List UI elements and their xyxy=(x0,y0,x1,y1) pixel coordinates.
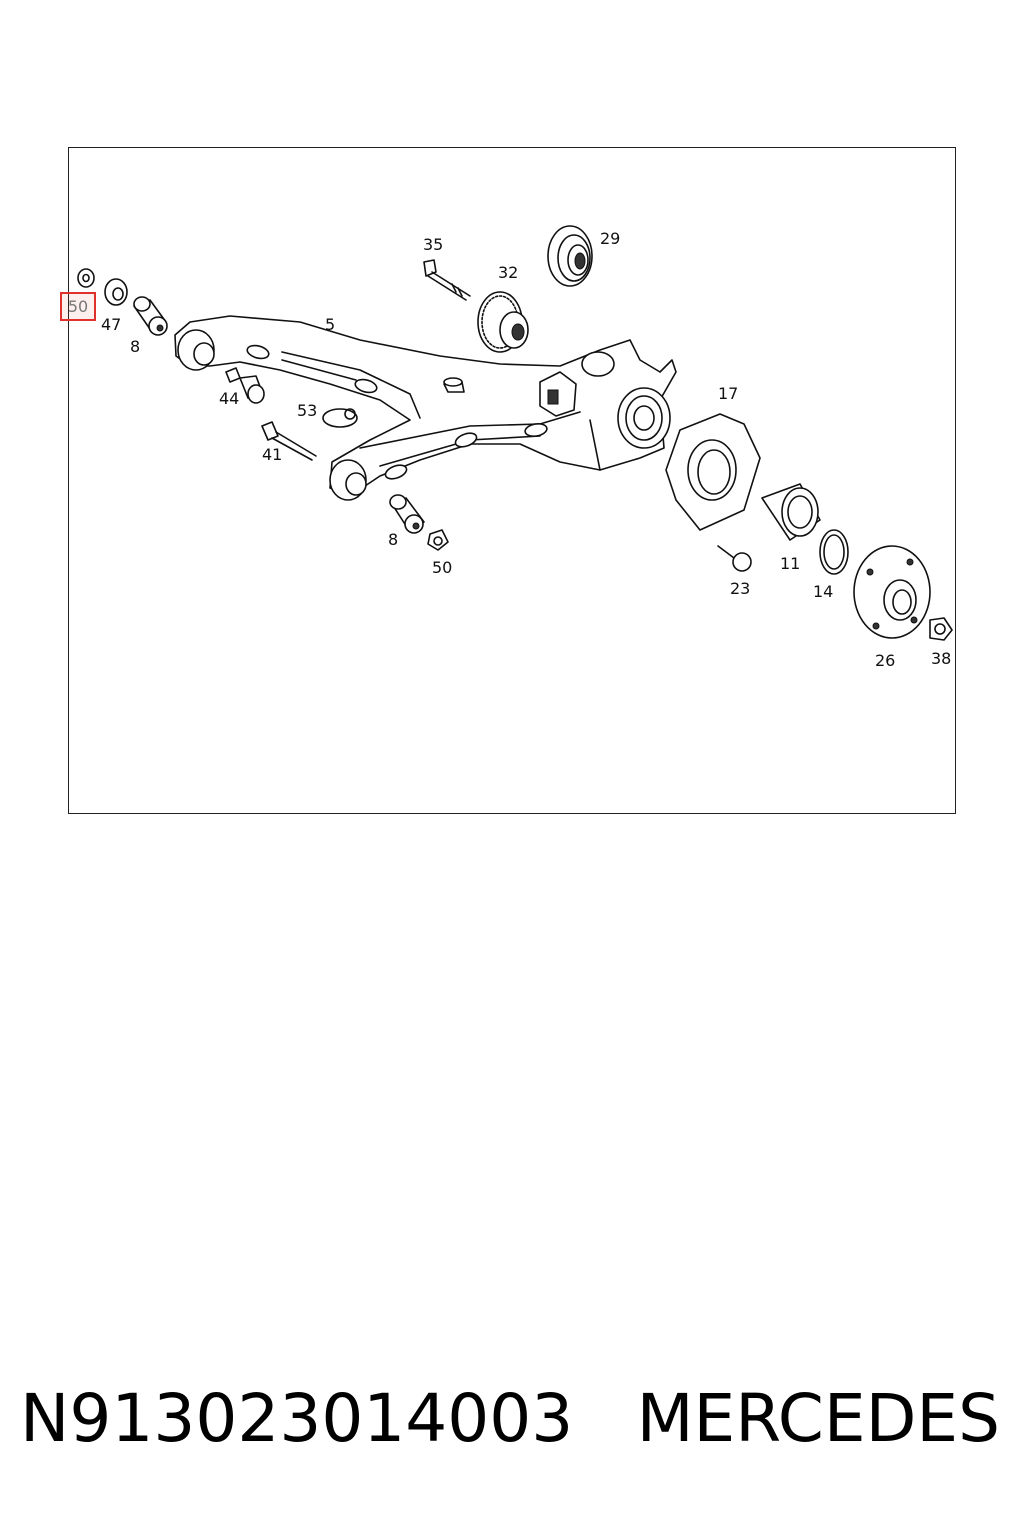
callout-44: 44 xyxy=(219,389,239,408)
callout-14: 14 xyxy=(813,582,833,601)
callout-11: 11 xyxy=(780,554,800,573)
bushing-8-top-part[interactable] xyxy=(133,296,168,336)
callout-32: 32 xyxy=(498,263,518,282)
callout-38: 38 xyxy=(931,649,951,668)
callout-8-top: 8 xyxy=(130,337,140,356)
diagram-frame xyxy=(68,147,956,814)
hub-nut-38-part[interactable] xyxy=(929,617,953,641)
wheel-hub-part[interactable] xyxy=(853,545,931,639)
callout-47: 47 xyxy=(101,315,121,334)
callout-17: 17 xyxy=(718,384,738,403)
callout-29: 29 xyxy=(600,229,620,248)
callout-23: 23 xyxy=(730,579,750,598)
bushing-8-bottom-part[interactable] xyxy=(389,494,425,534)
bolt-35-part[interactable] xyxy=(423,259,471,301)
footer: N913023014003 MERCEDES xyxy=(0,1380,1024,1460)
callout-50-top-highlighted: 50 xyxy=(67,297,89,316)
callout-50-bottom: 50 xyxy=(432,558,452,577)
callout-26: 26 xyxy=(875,651,895,670)
nut-50-bottom-part[interactable] xyxy=(427,529,449,551)
highlighted-part-box[interactable] xyxy=(60,292,96,321)
callout-5: 5 xyxy=(325,315,335,334)
wheel-bearing-part[interactable] xyxy=(761,483,821,541)
nut-50-top-part[interactable] xyxy=(77,268,95,288)
circlip-part[interactable] xyxy=(819,529,849,575)
bolt-41-part[interactable] xyxy=(261,421,317,461)
callout-53: 53 xyxy=(297,401,317,420)
callout-41: 41 xyxy=(262,445,282,464)
brand-name: MERCEDES xyxy=(636,1380,1000,1457)
bolt-23-part[interactable] xyxy=(717,545,752,572)
bump-stop-part[interactable] xyxy=(477,291,529,353)
rear-axle-arm-part[interactable] xyxy=(174,315,677,501)
part-number: N913023014003 xyxy=(20,1380,574,1457)
callout-35: 35 xyxy=(423,235,443,254)
cap-53-part[interactable] xyxy=(322,408,358,428)
cone-damper-part[interactable] xyxy=(547,225,593,287)
bolt-44-part[interactable] xyxy=(225,367,265,404)
splash-shield-part[interactable] xyxy=(665,413,761,531)
washer-47-part[interactable] xyxy=(104,278,128,306)
callout-8-bottom: 8 xyxy=(388,530,398,549)
